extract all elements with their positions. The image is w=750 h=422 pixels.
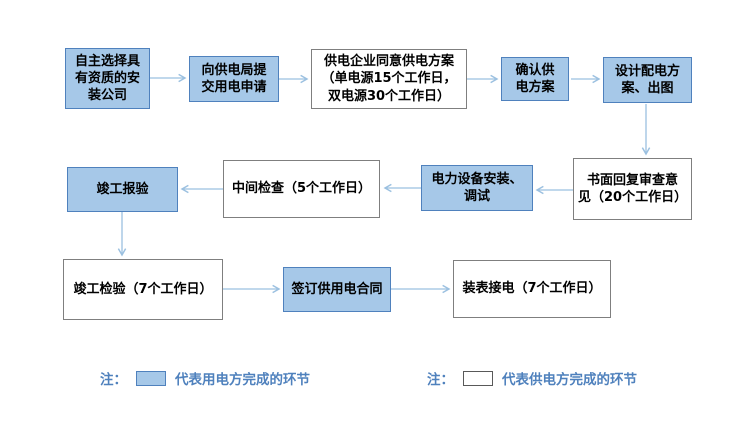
legend-supplier-side-label: 代表供电方完成的环节 (502, 372, 637, 388)
flow-box-label: 向供电局提 交用电申请 (201, 62, 267, 95)
flow-box-label: 装表接电（7个工作日） (462, 281, 602, 297)
flow-box-submit-application: 向供电局提 交用电申请 (189, 56, 279, 102)
legend-user-side: 注： 代表用电方完成的环节 (100, 368, 310, 388)
flow-box-label: 书面回复审查意 见（20个工作日） (578, 172, 688, 205)
flow-box-equipment-install: 电力设备安装、 调试 (421, 165, 533, 211)
flow-box-written-review: 书面回复审查意 见（20个工作日） (573, 158, 692, 220)
flow-box-label: 竣工报验 (96, 181, 149, 197)
flow-box-label: 签订供用电合同 (291, 281, 383, 297)
legend-user-side-label: 代表用电方完成的环节 (175, 372, 310, 388)
flow-box-label: 中间检查（5个工作日） (231, 181, 372, 197)
user-side-color-swatch (136, 370, 166, 386)
flow-box-interim-inspection: 中间检查（5个工作日） (223, 160, 380, 218)
flow-box-label: 电力设备安装、 调试 (431, 171, 523, 204)
flow-box-completion-report: 竣工报验 (67, 167, 178, 212)
flow-box-completion-inspection: 竣工检验（7个工作日） (63, 259, 223, 320)
flow-box-confirm-plan: 确认供 电方案 (501, 57, 569, 101)
legend-note-prefix: 注： (100, 372, 127, 388)
flow-box-choose-installer: 自主选择具 有资质的安 装公司 (65, 48, 150, 109)
legend-note-prefix: 注： (427, 372, 454, 388)
flow-box-sign-contract: 签订供用电合同 (283, 267, 391, 312)
flow-box-label: 竣工检验（7个工作日） (73, 281, 213, 297)
flow-box-label: 确认供 电方案 (515, 62, 555, 95)
flow-box-label: 设计配电方 案、出图 (614, 63, 680, 96)
flow-box-meter-connection: 装表接电（7个工作日） (453, 260, 611, 318)
flow-box-design-distribution: 设计配电方 案、出图 (603, 57, 692, 103)
flow-box-label: 自主选择具 有资质的安 装公司 (74, 53, 140, 104)
legend-supplier-side: 注： 代表供电方完成的环节 (427, 368, 637, 388)
flow-box-supply-plan-approval: 供电企业同意供电方案 （单电源15个工作日， 双电源30个工作日） (311, 49, 467, 109)
supplier-side-color-swatch (463, 370, 493, 386)
flow-box-label: 供电企业同意供电方案 （单电源15个工作日， 双电源30个工作日） (321, 54, 457, 104)
